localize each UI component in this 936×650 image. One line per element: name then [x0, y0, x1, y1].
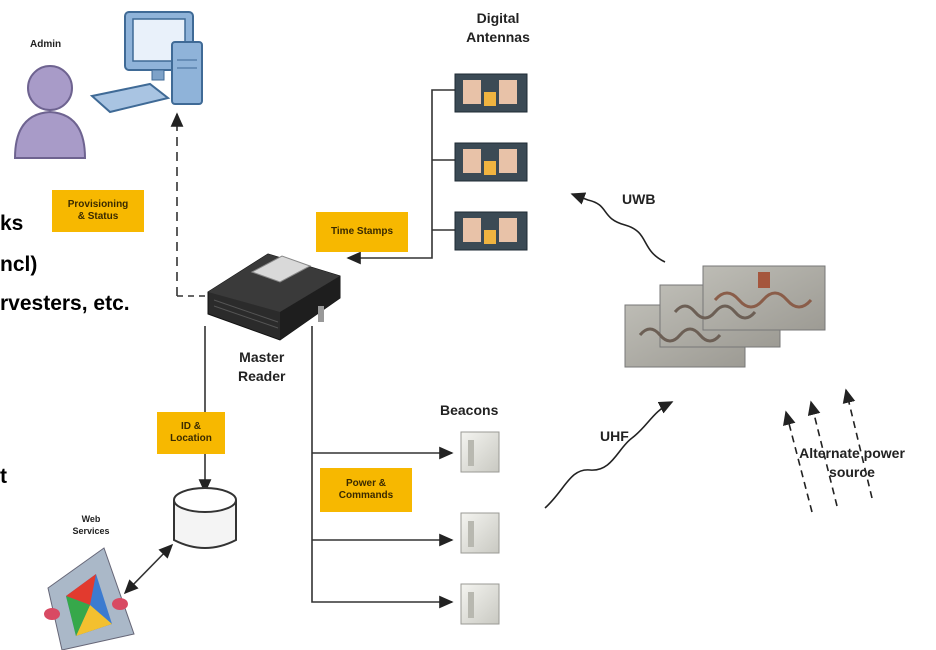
- beacon-2: [460, 512, 500, 554]
- digital-antenna-2: [454, 142, 528, 182]
- power-arrow-2: [807, 400, 838, 507]
- time-stamps-link: [346, 89, 455, 265]
- beacon-1: [460, 431, 500, 473]
- web-services-link: [123, 543, 174, 595]
- clipped-text-line-4: t: [0, 465, 7, 488]
- admin-person-icon: [13, 65, 87, 159]
- database-icon: [173, 487, 237, 549]
- beacon-3: [460, 583, 500, 625]
- digital-antenna-3: [454, 211, 528, 251]
- rfid-tags: [624, 265, 826, 368]
- digital-antenna-1: [454, 73, 528, 113]
- provisioning-status-box: Provisioning & Status: [52, 190, 144, 232]
- time-stamps-box: Time Stamps: [316, 212, 408, 252]
- admin-label: Admin: [30, 39, 62, 50]
- uhf-label: UHF: [600, 428, 629, 444]
- clipped-text-line-3: rvesters, etc.: [0, 292, 130, 315]
- master-reader-device: [207, 253, 341, 341]
- web-services-label: Web Services: [72, 514, 110, 536]
- power-arrow-1: [783, 410, 813, 513]
- clipped-text-line-2: ncl): [0, 253, 38, 276]
- uwb-label: UWB: [622, 191, 656, 207]
- master-reader-label: Master Reader: [238, 349, 286, 384]
- uhf-signal: [544, 401, 674, 509]
- alternate-power-label: Alternate power source: [799, 445, 905, 480]
- power-commands-link: [311, 326, 454, 609]
- digital-antennas-label: Digital Antennas: [466, 10, 530, 45]
- id-location-box: ID & Location: [157, 412, 225, 454]
- power-arrow-3: [842, 388, 873, 499]
- web-services-icon: [44, 547, 135, 650]
- uwb-signal: [570, 192, 666, 263]
- clipped-text-line-1: ks: [0, 212, 24, 235]
- computer-icon: [89, 11, 203, 114]
- power-commands-box: Power & Commands: [320, 468, 412, 512]
- beacons-label: Beacons: [440, 402, 499, 418]
